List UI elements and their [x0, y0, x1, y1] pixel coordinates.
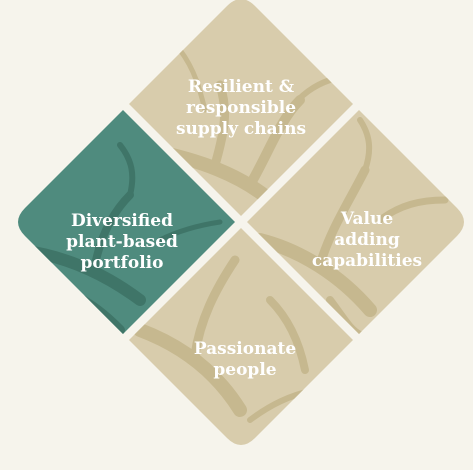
tile-top-label-line: supply chains [175, 119, 307, 139]
tile-left-label: Diversified plant-based portfolio [42, 211, 202, 274]
tile-bottom-label-line: people [213, 360, 277, 380]
tile-left-label-line: portfolio [80, 253, 164, 273]
tile-left-label-line: plant-based [66, 232, 178, 252]
tile-right-label: Value adding capabilities [287, 209, 447, 272]
tile-left-label-line: Diversified [71, 211, 173, 231]
tile-bottom-label-line: Passionate [193, 339, 297, 359]
tile-right-label-line: adding [334, 230, 400, 250]
tile-bottom-label: Passionate people [165, 339, 325, 381]
tile-right-label-line: capabilities [311, 251, 423, 271]
tile-right-label-line: Value [340, 209, 394, 229]
tile-top-label-line: Resilient & [187, 77, 295, 97]
tile-top-label-line: responsible [185, 98, 297, 118]
tile-top-label: Resilient & responsible supply chains [141, 77, 341, 140]
